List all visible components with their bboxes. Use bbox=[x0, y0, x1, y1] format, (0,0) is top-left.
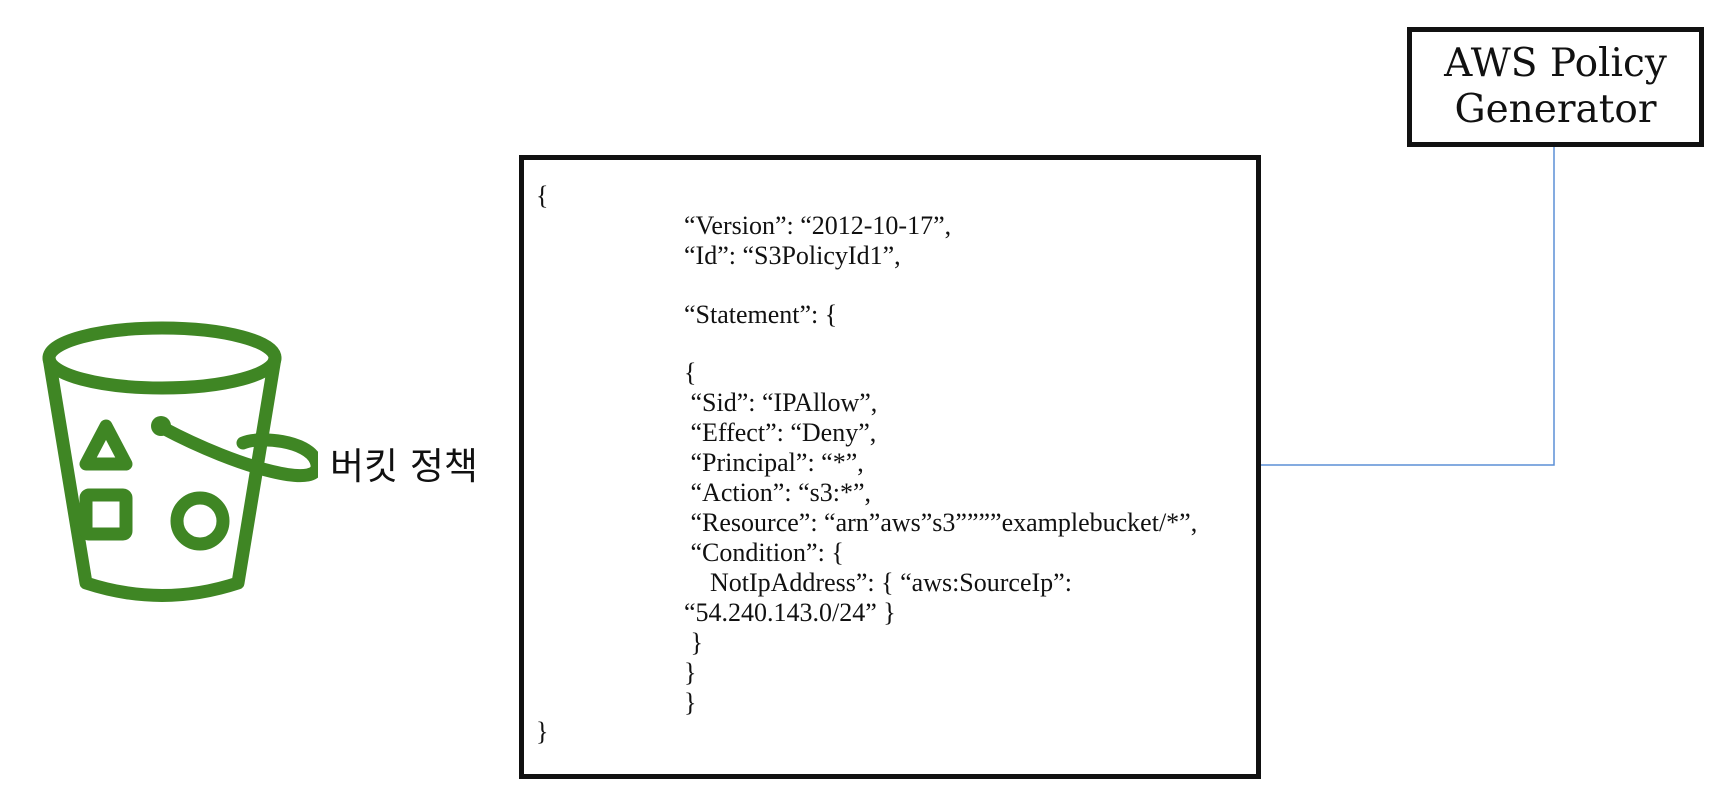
bucket-handle bbox=[156, 421, 318, 483]
policy-line: } bbox=[684, 628, 703, 657]
policy-line: { bbox=[536, 181, 549, 210]
policy-line: “Effect”: “Deny”, bbox=[684, 418, 877, 447]
circle-shape bbox=[170, 491, 230, 551]
generator-title-line1: AWS Policy bbox=[1444, 41, 1667, 86]
policy-line: { bbox=[684, 358, 697, 387]
bucket-rim bbox=[42, 321, 282, 395]
s3-bucket-icon bbox=[42, 321, 318, 602]
policy-line: “Version”: “2012-10-17”, bbox=[684, 211, 952, 240]
bucket-policy-label: 버킷 정책 bbox=[330, 445, 478, 488]
policy-line: } bbox=[684, 658, 697, 687]
policy-line: } bbox=[536, 717, 549, 746]
policy-line: “Statement”: { bbox=[684, 300, 838, 329]
policy-line: “54.240.143.0/24” } bbox=[684, 598, 896, 627]
policy-line: “Action”: “s3:*”, bbox=[684, 478, 872, 507]
generator-title-line2: Generator bbox=[1454, 87, 1657, 132]
policy-line: “Principal”: “*”, bbox=[684, 448, 864, 477]
bucket-body bbox=[42, 351, 282, 602]
policy-line: “Id”: “S3PolicyId1”, bbox=[684, 241, 901, 270]
aws-policy-generator-box: AWS Policy Generator bbox=[1407, 27, 1704, 147]
policy-line: “Condition”: { bbox=[684, 538, 844, 567]
policy-document-box bbox=[519, 155, 1261, 779]
square-shape bbox=[79, 488, 133, 541]
policy-line: NotIpAddress”: { “aws:SourceIp”: bbox=[684, 568, 1072, 597]
policy-line: “Resource”: “arn”aws”s3””””examplebucket… bbox=[684, 508, 1198, 537]
triangle-shape bbox=[79, 419, 133, 471]
policy-line: } bbox=[684, 688, 697, 717]
handle-knob bbox=[151, 416, 171, 436]
policy-line: “Sid”: “IPAllow”, bbox=[684, 388, 878, 417]
